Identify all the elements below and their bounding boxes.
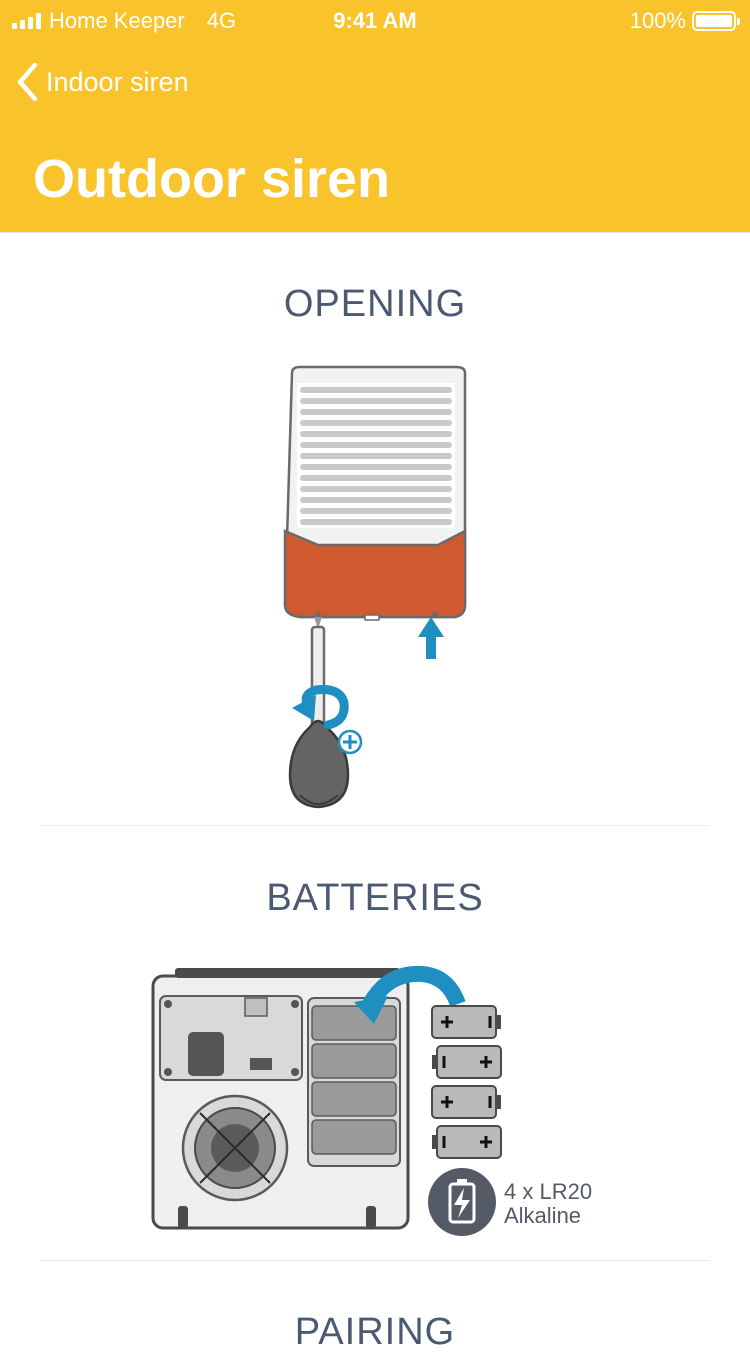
chevron-left-icon (17, 62, 38, 102)
page-title: Outdoor siren (33, 149, 391, 209)
battery-percent: 100% (629, 8, 686, 33)
section-title-opening: OPENING (283, 283, 467, 325)
phillips-icon (337, 729, 363, 755)
siren-opening-illustration (283, 365, 467, 809)
battery-chemistry-label: Alkaline (504, 1203, 581, 1228)
section-divider (40, 825, 710, 826)
siren-grille (297, 383, 455, 528)
arrow-up-icon (418, 617, 444, 659)
back-button[interactable]: Indoor siren (16, 62, 189, 102)
battery-cells (431, 1005, 502, 1159)
nav-header: Home Keeper 4G 9:41 AM 100% Indoor siren… (0, 0, 750, 233)
siren-batteries-illustration: 4 x LR20 Alkaline (151, 965, 592, 1236)
clock: 9:41 AM (333, 8, 417, 33)
back-label: Indoor siren (46, 66, 189, 97)
battery-type-label: 4 x LR20 (504, 1179, 592, 1204)
carrier-label: Home Keeper (49, 8, 185, 33)
section-title-batteries: BATTERIES (266, 877, 484, 919)
siren-bottom-cover (283, 528, 467, 619)
battery-charge-icon (428, 1168, 496, 1236)
signal-icon (12, 13, 41, 29)
status-bar: Home Keeper 4G 9:41 AM 100% (0, 0, 750, 40)
rotate-left-icon (292, 685, 349, 730)
screwdriver-icon (288, 617, 350, 809)
section-title-pairing: PAIRING (294, 1311, 456, 1353)
speaker-icon (181, 1094, 289, 1202)
section-divider (40, 1260, 710, 1261)
arrow-out-icon (354, 965, 466, 1024)
battery-icon (692, 11, 740, 31)
network-label: 4G (206, 8, 237, 33)
